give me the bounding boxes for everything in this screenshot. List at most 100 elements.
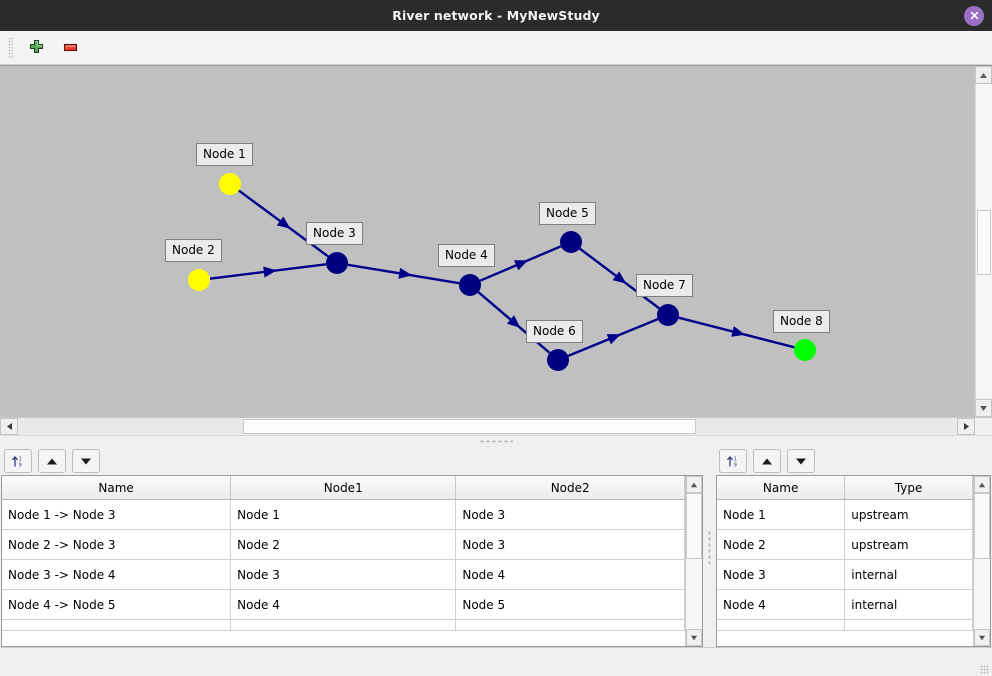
graph-node-node-8[interactable] bbox=[794, 339, 816, 361]
graph-node-node-4[interactable] bbox=[459, 274, 481, 296]
delete-node-button[interactable] bbox=[59, 37, 81, 59]
table-cell[interactable] bbox=[2, 619, 232, 631]
vertical-splitter[interactable] bbox=[704, 447, 715, 647]
reaches-vscroll-thumb[interactable] bbox=[686, 493, 702, 559]
table-cell[interactable]: upstream bbox=[844, 529, 973, 560]
table-cell[interactable]: Node 4 -> Node 5 bbox=[2, 589, 232, 620]
table-row[interactable] bbox=[2, 619, 685, 631]
reaches-scroll-down-arrow-icon[interactable] bbox=[686, 629, 702, 646]
table-cell[interactable]: Node 3 bbox=[455, 499, 685, 530]
column-header-name[interactable]: Name bbox=[2, 476, 232, 500]
horizontal-splitter[interactable] bbox=[0, 435, 992, 447]
column-header-name[interactable]: Name bbox=[717, 476, 846, 500]
table-cell[interactable]: Node 3 bbox=[230, 559, 457, 590]
graph-node-node-3[interactable] bbox=[326, 252, 348, 274]
nodes-move-down-button[interactable] bbox=[787, 449, 815, 473]
scroll-down-arrow-icon[interactable] bbox=[975, 399, 992, 417]
add-node-button[interactable] bbox=[25, 37, 47, 59]
graph-node-node-2[interactable] bbox=[188, 269, 210, 291]
table-cell[interactable] bbox=[844, 619, 973, 631]
canvas-vscroll-track[interactable] bbox=[975, 84, 992, 399]
toolbar-drag-handle[interactable] bbox=[8, 36, 13, 59]
graph-node-node-7[interactable] bbox=[657, 304, 679, 326]
table-cell[interactable]: Node 1 bbox=[717, 499, 846, 530]
table-cell[interactable]: Node 1 -> Node 3 bbox=[2, 499, 232, 530]
table-cell[interactable]: Node 3 bbox=[455, 529, 685, 560]
reaches-scroll-up-arrow-icon[interactable] bbox=[686, 476, 702, 493]
scroll-right-arrow-icon[interactable] bbox=[957, 418, 975, 435]
node-label-node-6[interactable]: Node 6 bbox=[526, 320, 583, 343]
nodes-scroll-up-arrow-icon[interactable] bbox=[974, 476, 990, 493]
table-cell[interactable] bbox=[230, 619, 457, 631]
column-header-node1[interactable]: Node1 bbox=[230, 476, 457, 500]
table-cell[interactable]: internal bbox=[844, 589, 973, 620]
nodes-move-up-button[interactable] bbox=[753, 449, 781, 473]
node-label-node-8[interactable]: Node 8 bbox=[773, 310, 830, 333]
canvas-horizontal-scrollbar[interactable] bbox=[0, 417, 975, 435]
table-cell[interactable] bbox=[455, 619, 685, 631]
minus-icon bbox=[63, 43, 77, 52]
node-label-node-2[interactable]: Node 2 bbox=[165, 239, 222, 262]
node-label-node-4[interactable]: Node 4 bbox=[438, 244, 495, 267]
table-cell[interactable]: Node 3 bbox=[717, 559, 846, 590]
graph-node-node-6[interactable] bbox=[547, 349, 569, 371]
canvas-vertical-scrollbar[interactable] bbox=[974, 65, 992, 417]
reaches-move-up-button[interactable] bbox=[38, 449, 66, 473]
column-header-type[interactable]: Type bbox=[844, 476, 973, 500]
table-cell[interactable]: Node 4 bbox=[230, 589, 457, 620]
canvas-hscroll-track[interactable] bbox=[18, 418, 957, 435]
table-cell[interactable]: Node 5 bbox=[455, 589, 685, 620]
reaches-sort-button[interactable]: 1 9 bbox=[4, 449, 32, 473]
node-label-node-3[interactable]: Node 3 bbox=[306, 222, 363, 245]
nodes-sort-button[interactable]: 1 9 bbox=[719, 449, 747, 473]
graph-node-node-1[interactable] bbox=[219, 173, 241, 195]
nodes-vertical-scrollbar[interactable] bbox=[973, 476, 990, 646]
nodes-vscroll-thumb[interactable] bbox=[974, 493, 990, 559]
node-label-node-1[interactable]: Node 1 bbox=[196, 143, 253, 166]
nodes-scroll-down-arrow-icon[interactable] bbox=[974, 629, 990, 646]
node-label-node-7[interactable]: Node 7 bbox=[636, 274, 693, 297]
table-cell[interactable]: Node 4 bbox=[455, 559, 685, 590]
svg-text:1: 1 bbox=[734, 456, 737, 462]
canvas-hscroll-thumb[interactable] bbox=[243, 419, 697, 434]
canvas-vscroll-thumb[interactable] bbox=[977, 210, 991, 275]
table-cell[interactable]: Node 2 -> Node 3 bbox=[2, 529, 232, 560]
table-cell[interactable]: internal bbox=[844, 559, 973, 590]
node-label-node-5[interactable]: Node 5 bbox=[539, 202, 596, 225]
table-cell[interactable] bbox=[717, 619, 846, 631]
close-icon[interactable] bbox=[964, 5, 984, 26]
table-cell[interactable]: Node 4 bbox=[717, 589, 846, 620]
nodes-vscroll-track[interactable] bbox=[974, 493, 990, 629]
scroll-up-arrow-icon[interactable] bbox=[975, 66, 992, 84]
table-row[interactable] bbox=[717, 619, 973, 631]
table-cell[interactable]: upstream bbox=[844, 499, 973, 530]
window-resize-grip[interactable] bbox=[980, 665, 989, 674]
column-header-node2[interactable]: Node2 bbox=[455, 476, 685, 500]
table-cell[interactable]: Node 2 bbox=[717, 529, 846, 560]
reaches-vertical-scrollbar[interactable] bbox=[685, 476, 702, 646]
reaches-move-down-button[interactable] bbox=[72, 449, 100, 473]
table-cell[interactable]: Node 3 -> Node 4 bbox=[2, 559, 232, 590]
table-cell[interactable]: Node 1 bbox=[230, 499, 457, 530]
scroll-left-arrow-icon[interactable] bbox=[0, 418, 18, 435]
reaches-vscroll-track[interactable] bbox=[686, 493, 702, 629]
graph-node-node-5[interactable] bbox=[560, 231, 582, 253]
table-cell[interactable]: Node 2 bbox=[230, 529, 457, 560]
network-canvas[interactable]: Node 1 Node 2 Node 3 Node 4 Node 5 Node 6 Node… bbox=[0, 65, 974, 417]
